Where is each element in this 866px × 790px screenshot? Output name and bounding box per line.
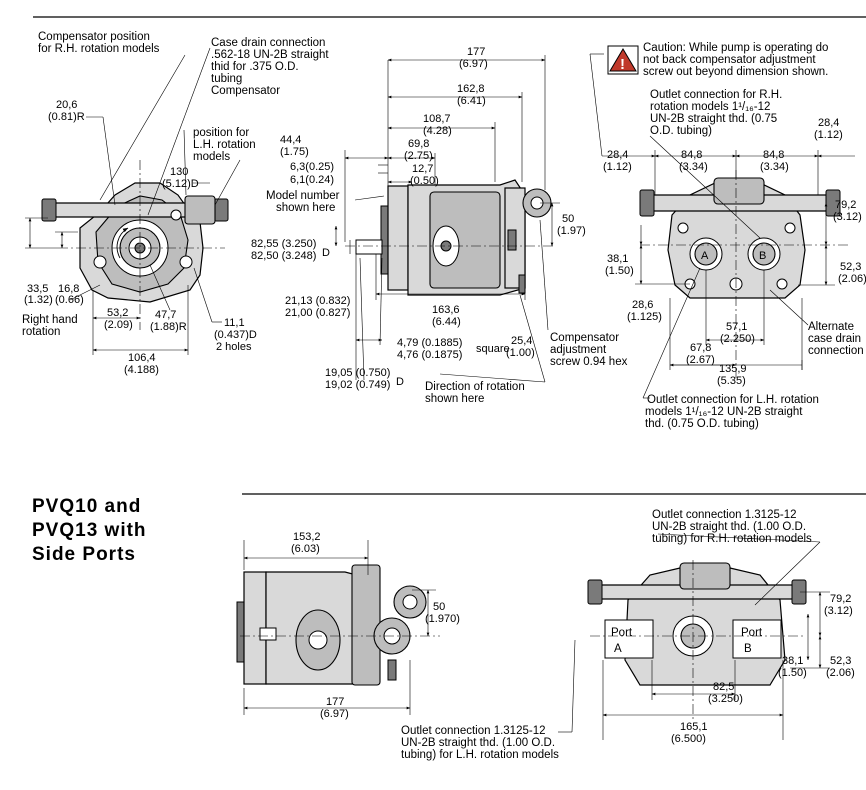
sp-port-a: A [614, 643, 622, 655]
sp-port-a-word: Port [611, 627, 633, 639]
pilot-d-letter: D [322, 247, 330, 259]
radius-47-7: 47,7(1.88)R [150, 309, 187, 333]
square-word: square [476, 343, 510, 355]
sp-dim-38-1: 38,1(1.50) [778, 655, 807, 679]
dim-84-8-b: 84,8(3.34) [760, 149, 789, 173]
sp-port-b: B [744, 643, 752, 655]
sp-dim-52-3: 52,3(2.06) [826, 655, 855, 679]
dim-6-3: 6,3(0.25) [290, 161, 334, 173]
dim-53-2: 53,2(2.09) [104, 307, 133, 331]
dim-28-6: 28,6(1.125) [627, 299, 662, 323]
square-key-dim: 4,79 (0.1885)4,76 (0.1875) [397, 337, 462, 361]
sp-port-b-word: Port [741, 627, 763, 639]
side-ports-side-view: 153,2(6.03) 50(1.970) 177(6.97) Outlet c… [236, 531, 576, 761]
sp-dim-177: 177(6.97) [320, 696, 349, 720]
sp-dim-153-2: 153,2(6.03) [291, 531, 321, 555]
sp-dim-50: 50(1.970) [425, 601, 460, 625]
dim-84-8-a: 84,8(3.34) [679, 149, 708, 173]
svg-text:!: ! [620, 56, 625, 73]
shaft-pilot-dim: 82,55 (3.250)82,50 (3.248) [251, 238, 316, 262]
shaft-d-letter: D [396, 376, 404, 388]
dim-130: 130(5.12)D [162, 166, 199, 190]
case-drain-label: Case drain connection.562-18 UN-2B strai… [211, 37, 329, 97]
dim-67-8: 67,8(2.67) [686, 342, 715, 366]
rear-port-b: B [759, 250, 766, 262]
sp-dim-79-2: 79,2(3.12) [824, 593, 853, 617]
outlet-rh-label: Outlet connection for R.H.rotation model… [650, 89, 782, 137]
dim-50: 50(1.97) [557, 213, 586, 237]
dim-38-1: 38,1(1.50) [605, 253, 634, 277]
dim-44-4: 44,4(1.75) [280, 134, 309, 158]
side-ports-rear-view: Port A Port B Outlet connection 1.3125-1… [587, 509, 855, 745]
rear-port-a: A [701, 250, 709, 262]
dim-25-4: 25,4(1.00) [506, 335, 535, 359]
dim-52-3: 52,3(2.06) [838, 261, 866, 285]
dim-6-1: 6,1(0.24) [290, 174, 334, 186]
dim-108-7: 108,7(4.28) [423, 113, 452, 137]
dim-28-4-left: 28,4(1.12) [603, 149, 632, 173]
key-dim: 21,13 (0.832)21,00 (0.827) [285, 295, 350, 319]
dim-28-4-right: 28,4(1.12) [814, 117, 843, 141]
dim-16-8: 16,8(0.66) [55, 283, 84, 306]
side-view: 177(6.97) 162,8(6.41) 108,7(4.28) 44,4(1… [251, 46, 628, 405]
dim-163-6: 163,6(6.44) [432, 304, 461, 328]
dim-79-2: 79,2(3.12) [833, 199, 862, 223]
sp-dim-82-5: 82,5(3.250) [708, 681, 743, 705]
dim-57-1: 57,1(2.250) [720, 321, 755, 345]
dim-135-9: 135,9(5.35) [717, 363, 747, 387]
dim-177: 177(6.97) [459, 46, 488, 70]
dim-12-7: 12,7(0.50) [410, 163, 439, 187]
dim-33-5: 33,5(1.32) [24, 283, 53, 306]
dim-162-8: 162,8(6.41) [457, 83, 486, 107]
sp-dim-165-1: 165,1(6.500) [671, 721, 708, 745]
dim-106-4: 106,4(4.188) [124, 352, 159, 376]
radius-20-6: 20,6(0.81)R [48, 99, 85, 123]
caution-icon: ! [607, 45, 639, 75]
shaft-diameter-dim: 19,05 (0.750)19,02 (0.749) [325, 367, 390, 391]
dim-69-8: 69,8(2.75) [404, 138, 433, 162]
